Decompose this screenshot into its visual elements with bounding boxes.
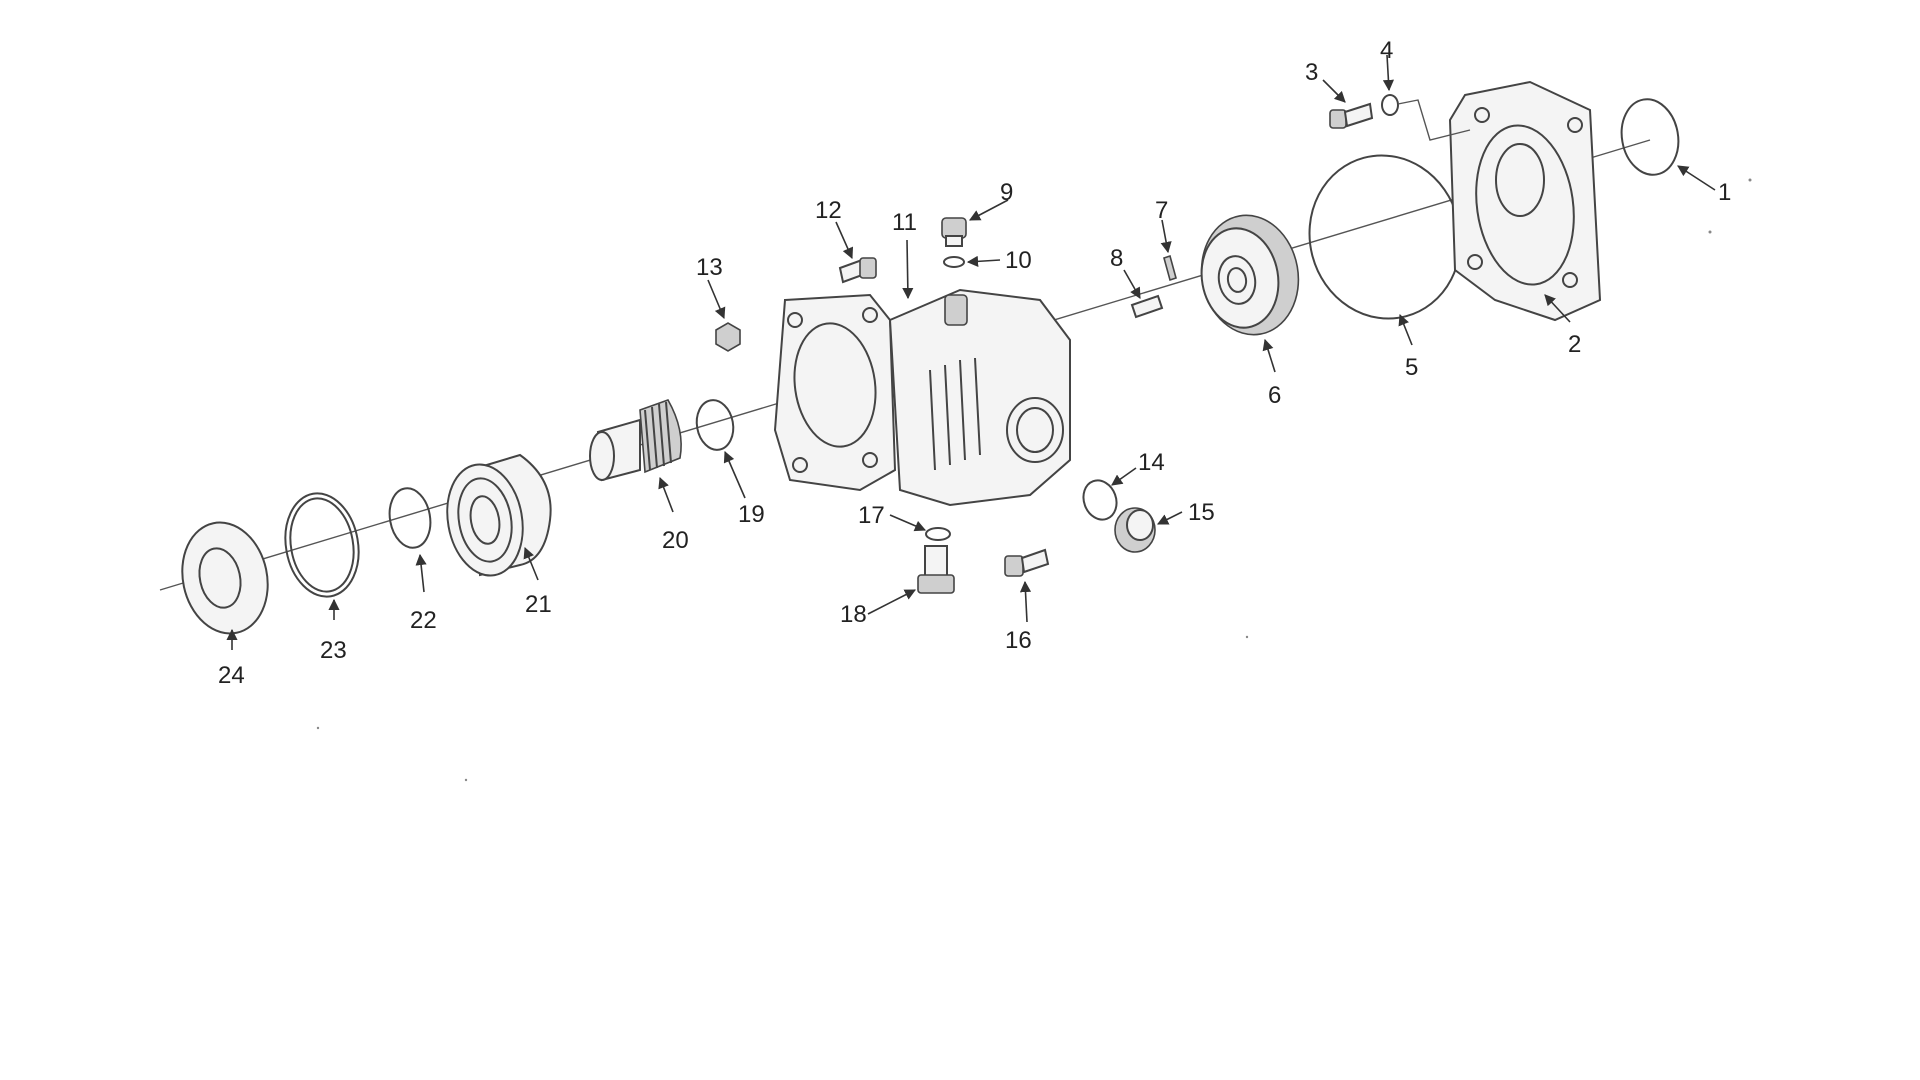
callout-8: 8	[1110, 245, 1123, 272]
callout-19: 19	[738, 501, 765, 528]
part-20-pinion-gear	[589, 399, 682, 482]
part-8-dowel-pin	[1130, 294, 1164, 319]
part-6-gear	[1200, 214, 1300, 336]
part-17-washer	[925, 527, 951, 541]
part-22-small-snap-ring	[388, 487, 432, 549]
callout-10: 10	[1005, 247, 1032, 274]
callout-22: 22	[410, 607, 437, 634]
callout-15: 15	[1188, 499, 1215, 526]
part-10-washer	[943, 256, 965, 268]
part-18-drain-plug	[917, 545, 955, 594]
scan-specks	[316, 178, 1752, 782]
callout-20: 20	[662, 527, 689, 554]
callout-9: 9	[1000, 179, 1013, 206]
callout-14: 14	[1138, 449, 1165, 476]
part-12-bolt	[838, 257, 877, 284]
part-5-gasket	[1308, 154, 1462, 320]
leader-lines	[226, 54, 1716, 650]
callout-17: 17	[858, 502, 885, 529]
part-7-pin	[1163, 254, 1177, 282]
callout-7: 7	[1155, 197, 1168, 224]
callout-21: 21	[525, 591, 552, 618]
part-11-housing	[773, 288, 1071, 507]
callout-2: 2	[1568, 331, 1581, 358]
part-14-o-ring	[1082, 479, 1118, 521]
callout-16: 16	[1005, 627, 1032, 654]
part-21-bearing	[446, 453, 552, 577]
callout-4: 4	[1380, 37, 1393, 64]
callout-23: 23	[320, 637, 347, 664]
callout-13: 13	[696, 254, 723, 281]
part-1-seal-ring	[1620, 98, 1680, 176]
part-16-bolt	[1004, 548, 1050, 577]
part-4-washer	[1381, 94, 1399, 116]
part-3-bolt	[1329, 102, 1374, 129]
part-3-4-leader	[1397, 99, 1471, 141]
callout-18: 18	[840, 601, 867, 628]
callout-5: 5	[1405, 354, 1418, 381]
callout-3: 3	[1305, 59, 1318, 86]
part-9-plug	[941, 217, 967, 247]
part-19-o-ring	[695, 399, 735, 451]
callout-6: 6	[1268, 382, 1281, 409]
part-23-snap-ring	[284, 492, 360, 598]
callout-1: 1	[1718, 179, 1731, 206]
part-2-cover	[1448, 80, 1602, 322]
callout-24: 24	[218, 662, 245, 689]
part-15-plug	[1114, 507, 1156, 553]
callout-11: 11	[892, 209, 917, 236]
part-13-nut	[715, 322, 741, 352]
part-24-seal	[181, 521, 269, 635]
callout-labels: 1 2 3 4 5 6 7 8 9 10 11 12 13 14 15 16 1…	[218, 37, 1731, 689]
callout-12: 12	[815, 197, 842, 224]
